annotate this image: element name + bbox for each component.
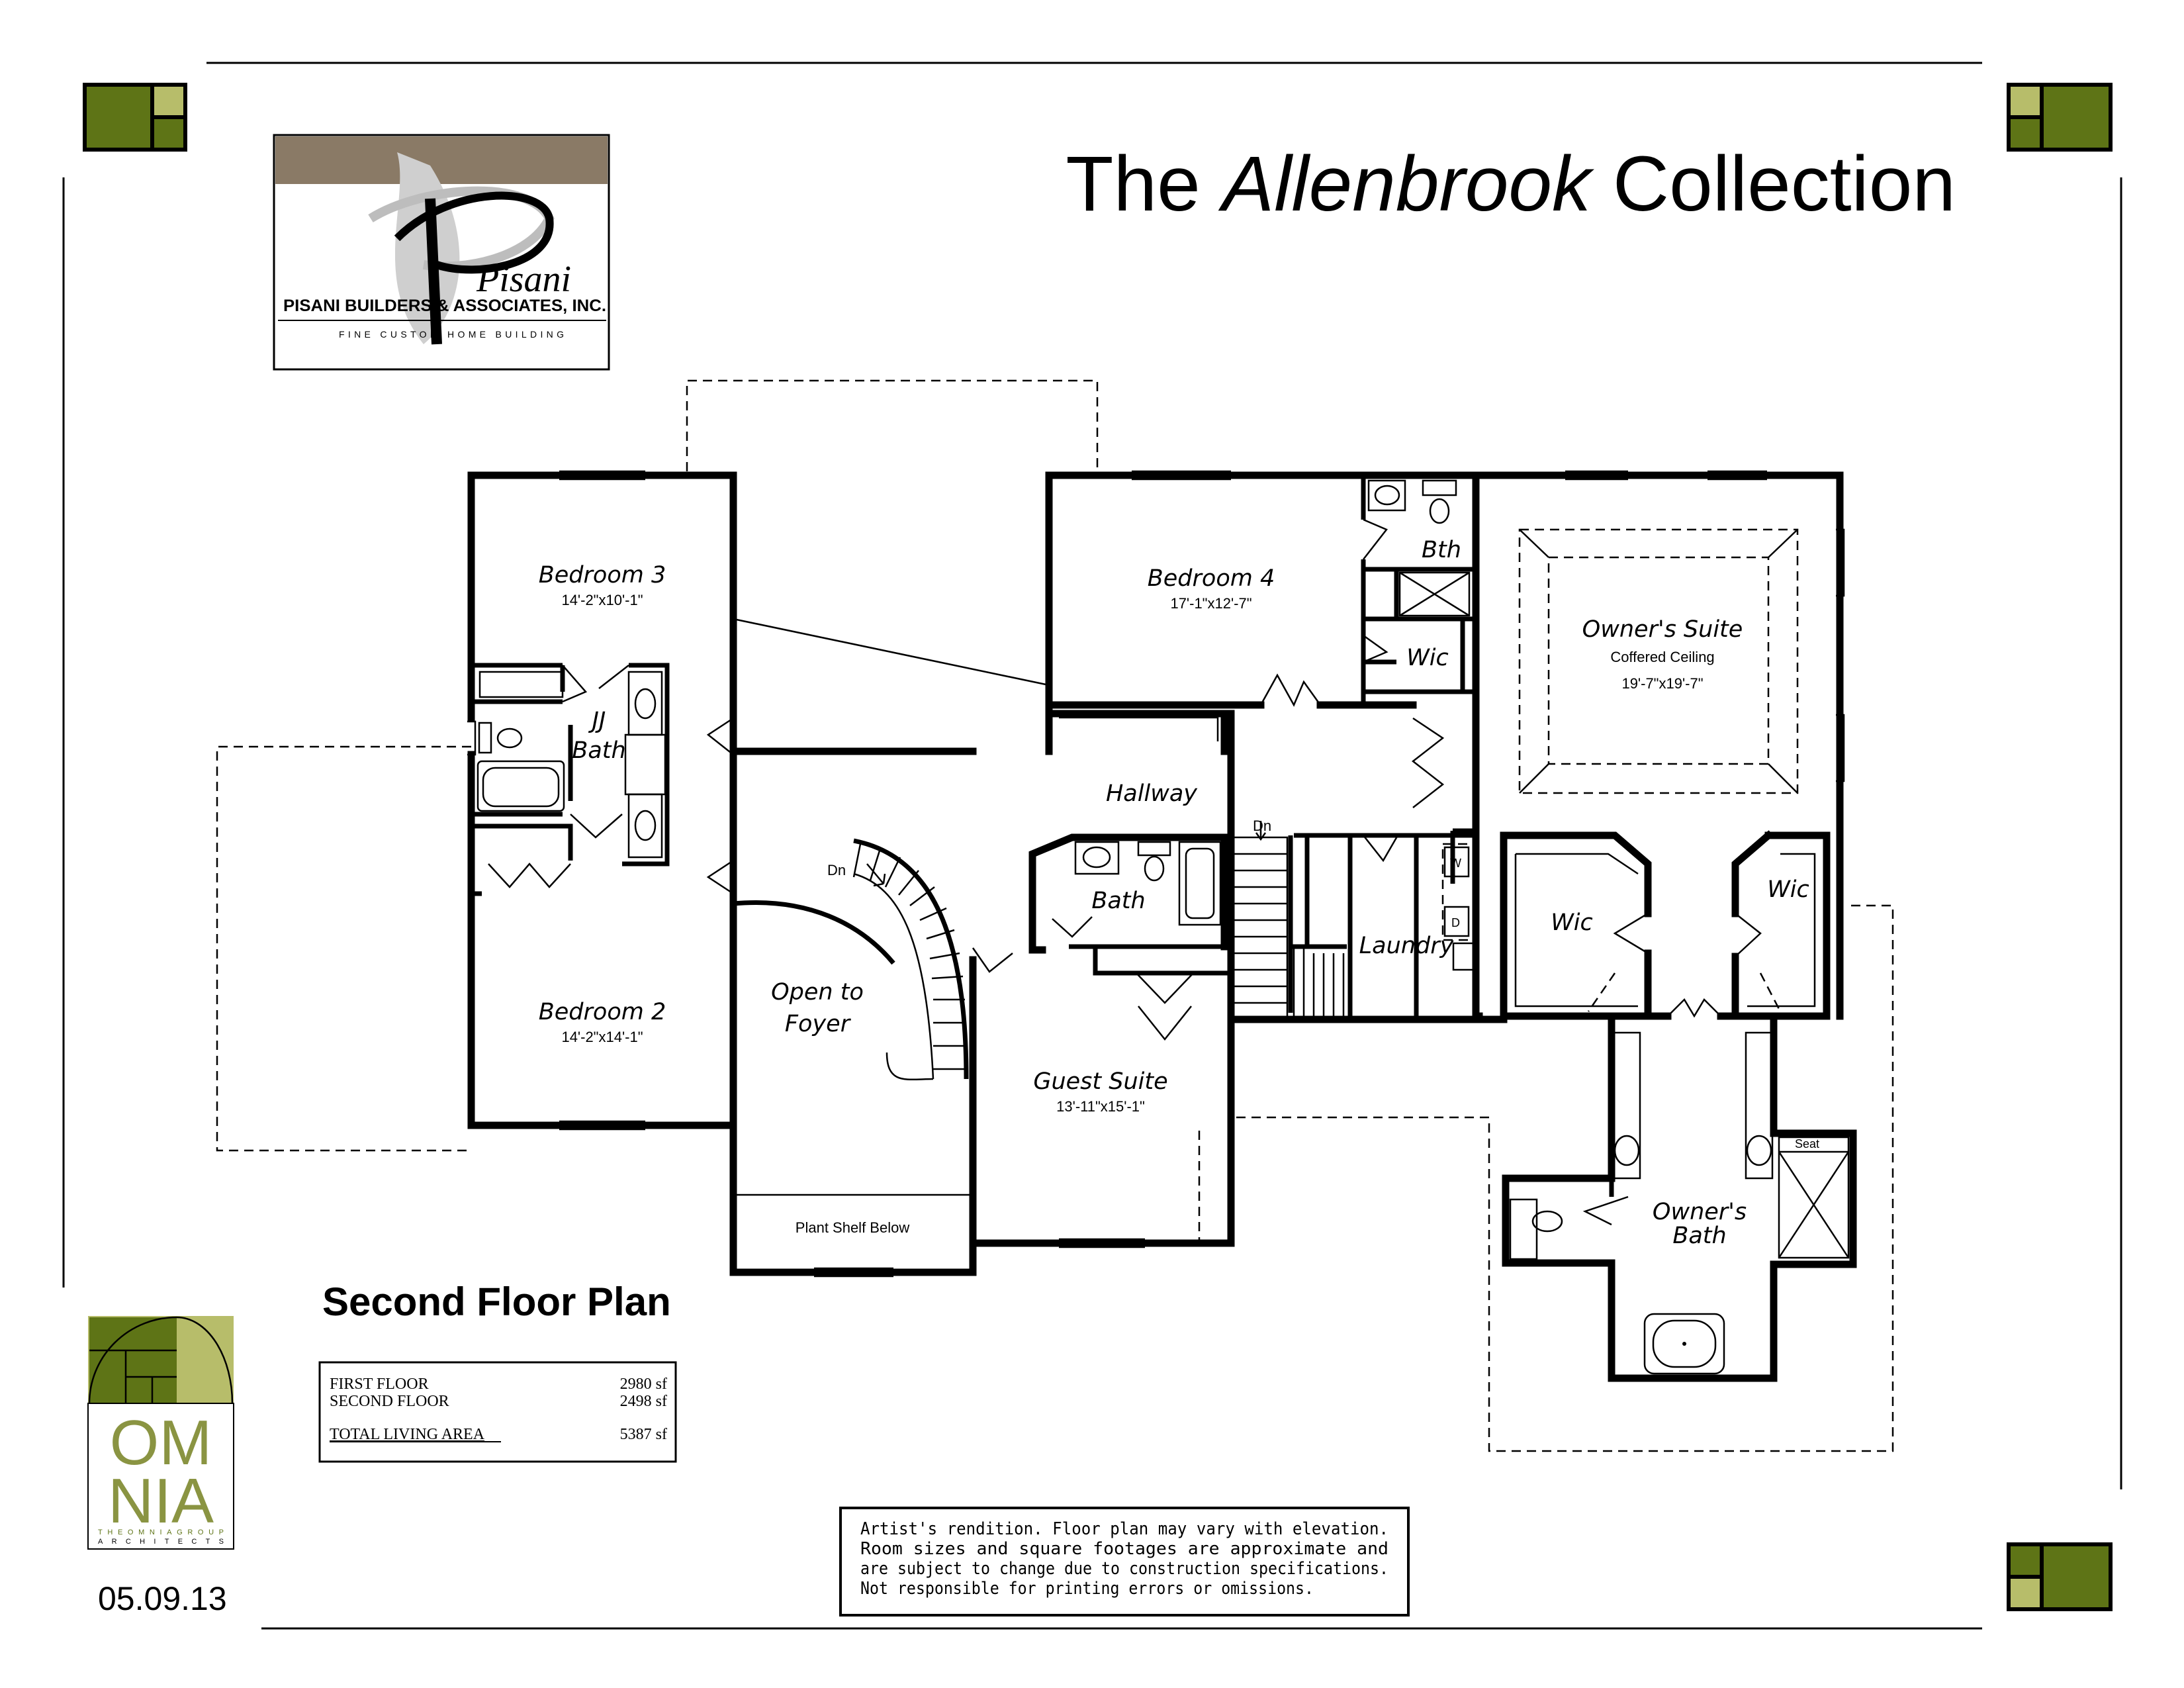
room-name-bedroom3: Bedroom 3 bbox=[539, 562, 666, 588]
room-note-owners-suite: Coffered Ceiling bbox=[1610, 649, 1714, 665]
label-wic-owner-right: Wic bbox=[1767, 876, 1809, 903]
area-table: FIRST FLOOR 2980 sf SECOND FLOOR 2498 sf… bbox=[318, 1361, 677, 1463]
label-plant-shelf: Plant Shelf Below bbox=[796, 1219, 910, 1236]
label-open-foyer-1: Open to bbox=[771, 979, 864, 1006]
sheet-border bbox=[62, 62, 2122, 1630]
label-jj-bath-1: JJ bbox=[588, 708, 606, 734]
label-bth: Bth bbox=[1422, 537, 1461, 563]
room-dims-bedroom2: 14'-2"x14'-1" bbox=[561, 1029, 643, 1045]
room-name-guest-suite: Guest Suite bbox=[1033, 1068, 1167, 1095]
architect-letters-top: OM bbox=[110, 1407, 212, 1478]
stair-down-label-main: Dn bbox=[827, 862, 846, 878]
area-row-value-first: 2980 sf bbox=[620, 1376, 667, 1393]
title-suffix: Collection bbox=[1591, 140, 1956, 228]
area-row-label-first: FIRST FLOOR bbox=[330, 1376, 429, 1393]
room-name-bedroom2: Bedroom 2 bbox=[539, 999, 666, 1025]
disclaimer-line-4: Not responsible for printing errors or o… bbox=[860, 1579, 1314, 1599]
room-dims-guest-suite: 13'-11"x15'-1" bbox=[1056, 1098, 1145, 1115]
curved-staircase: Dn bbox=[827, 838, 969, 1081]
label-laundry: Laundry bbox=[1359, 933, 1455, 959]
dryer-label: D bbox=[1451, 916, 1460, 929]
room-dims-bedroom3: 14'-2"x10'-1" bbox=[561, 592, 643, 608]
label-owners-bath-2: Bath bbox=[1672, 1223, 1726, 1249]
disclaimer-box: Artist's rendition. Floor plan may vary … bbox=[839, 1507, 1410, 1617]
stair-down-label-back: Dn bbox=[1253, 818, 1271, 834]
area-row-value-second: 2498 sf bbox=[620, 1393, 667, 1410]
plan-title: Second Floor Plan bbox=[322, 1280, 671, 1324]
seat-label: Seat bbox=[1795, 1137, 1819, 1150]
label-jj-bath-2: Bath bbox=[572, 737, 625, 764]
builder-company-name: PISANI BUILDERS & ASSOCIATES, INC. bbox=[283, 297, 606, 315]
corner-decor-bottom-right bbox=[2007, 1542, 2113, 1611]
corner-decor-top-right bbox=[2007, 83, 2113, 152]
back-staircase: Dn bbox=[1232, 818, 1345, 1021]
corner-decor-top-left bbox=[83, 83, 187, 152]
room-dims-owners-suite: 19'-7"x19'-7" bbox=[1621, 675, 1703, 692]
doors bbox=[488, 518, 1762, 1226]
title-italic: Allenbrook bbox=[1218, 140, 1595, 228]
architect-letters-bottom: NIA bbox=[108, 1466, 214, 1536]
label-owners-bath-1: Owner's bbox=[1653, 1199, 1747, 1225]
label-wic-bed4: Wic bbox=[1406, 645, 1449, 671]
label-open-foyer-2: Foyer bbox=[785, 1011, 852, 1037]
fixtures: W D Seat bbox=[477, 479, 1850, 1375]
builder-signature: Pisani bbox=[476, 259, 571, 300]
disclaimer-line-2: Room sizes and square footages are appro… bbox=[860, 1539, 1388, 1559]
collection-title: The Allenbrook Collection bbox=[1066, 140, 1956, 228]
title-prefix: The bbox=[1066, 140, 1222, 228]
area-row-label-second: SECOND FLOOR bbox=[330, 1393, 449, 1410]
walls bbox=[467, 471, 1857, 1382]
room-labels: Bedroom 3 14'-2"x10'-1" Bedroom 4 17'-1"… bbox=[539, 537, 1809, 1249]
room-dims-bedroom4: 17'-1"x12'-7" bbox=[1170, 595, 1251, 612]
room-name-bedroom4: Bedroom 4 bbox=[1148, 565, 1275, 592]
floor-plan: Dn Dn bbox=[216, 379, 1894, 1452]
builder-tagline: FINE CUSTOM HOME BUILDING bbox=[339, 329, 564, 340]
architect-name-line1: THEOMNIAGROUP bbox=[98, 1528, 224, 1536]
label-hallway: Hallway bbox=[1106, 780, 1198, 807]
architect-logo: OM NIA THEOMNIAGROUP ARCHITECTS bbox=[87, 1316, 234, 1550]
plan-date: 05.09.13 bbox=[98, 1580, 227, 1617]
area-total-value: 5387 sf bbox=[620, 1426, 667, 1443]
dashed-outlines bbox=[216, 379, 1894, 1452]
balcony-line bbox=[733, 618, 1050, 686]
disclaimer-line-1: Artist's rendition. Floor plan may vary … bbox=[860, 1519, 1388, 1539]
label-wic-owner-left: Wic bbox=[1551, 910, 1593, 936]
windows bbox=[467, 470, 1845, 1278]
builder-logo: Pisani PISANI BUILDERS & ASSOCIATES, INC… bbox=[273, 134, 610, 371]
label-bath-guest: Bath bbox=[1091, 888, 1145, 914]
washer-label: W bbox=[1450, 857, 1461, 870]
area-total-label: TOTAL LIVING AREA bbox=[330, 1426, 485, 1443]
disclaimer-line-3: are subject to change due to constructio… bbox=[860, 1559, 1388, 1579]
room-name-owners-suite: Owner's Suite bbox=[1582, 616, 1743, 643]
